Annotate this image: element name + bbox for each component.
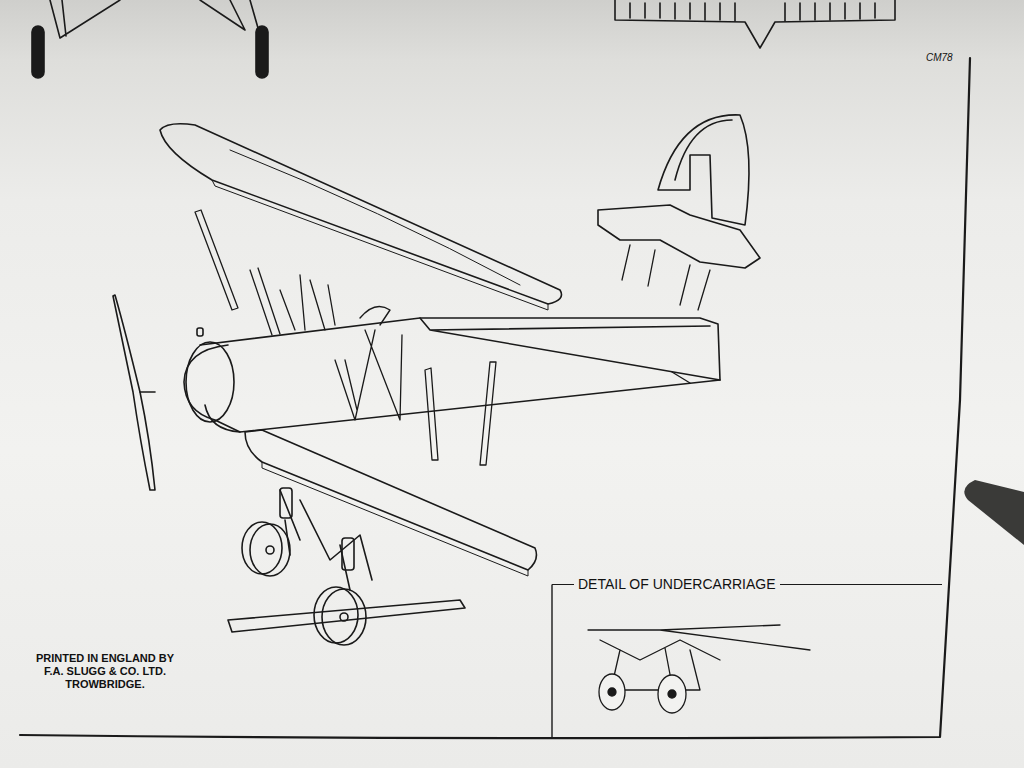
undercarriage-detail xyxy=(588,625,810,713)
previous-figure xyxy=(615,0,895,48)
upper-wing xyxy=(160,124,562,304)
pen-tip xyxy=(964,480,1024,545)
printer-imprint: PRINTED IN ENGLAND BY F.A. SLUGG & CO. L… xyxy=(30,652,180,692)
struts xyxy=(195,210,690,465)
sheet-code: CM78 xyxy=(926,52,972,64)
fuselage xyxy=(184,306,720,432)
propeller xyxy=(113,295,155,490)
page-border xyxy=(20,58,970,738)
tail xyxy=(598,115,760,310)
undercarriage xyxy=(228,488,465,645)
inset-heading: DETAIL OF UNDERCARRIAGE xyxy=(574,575,780,593)
detail-box: DETAIL OF UNDERCARRIAGE xyxy=(552,584,942,736)
previous-figure xyxy=(32,0,268,78)
